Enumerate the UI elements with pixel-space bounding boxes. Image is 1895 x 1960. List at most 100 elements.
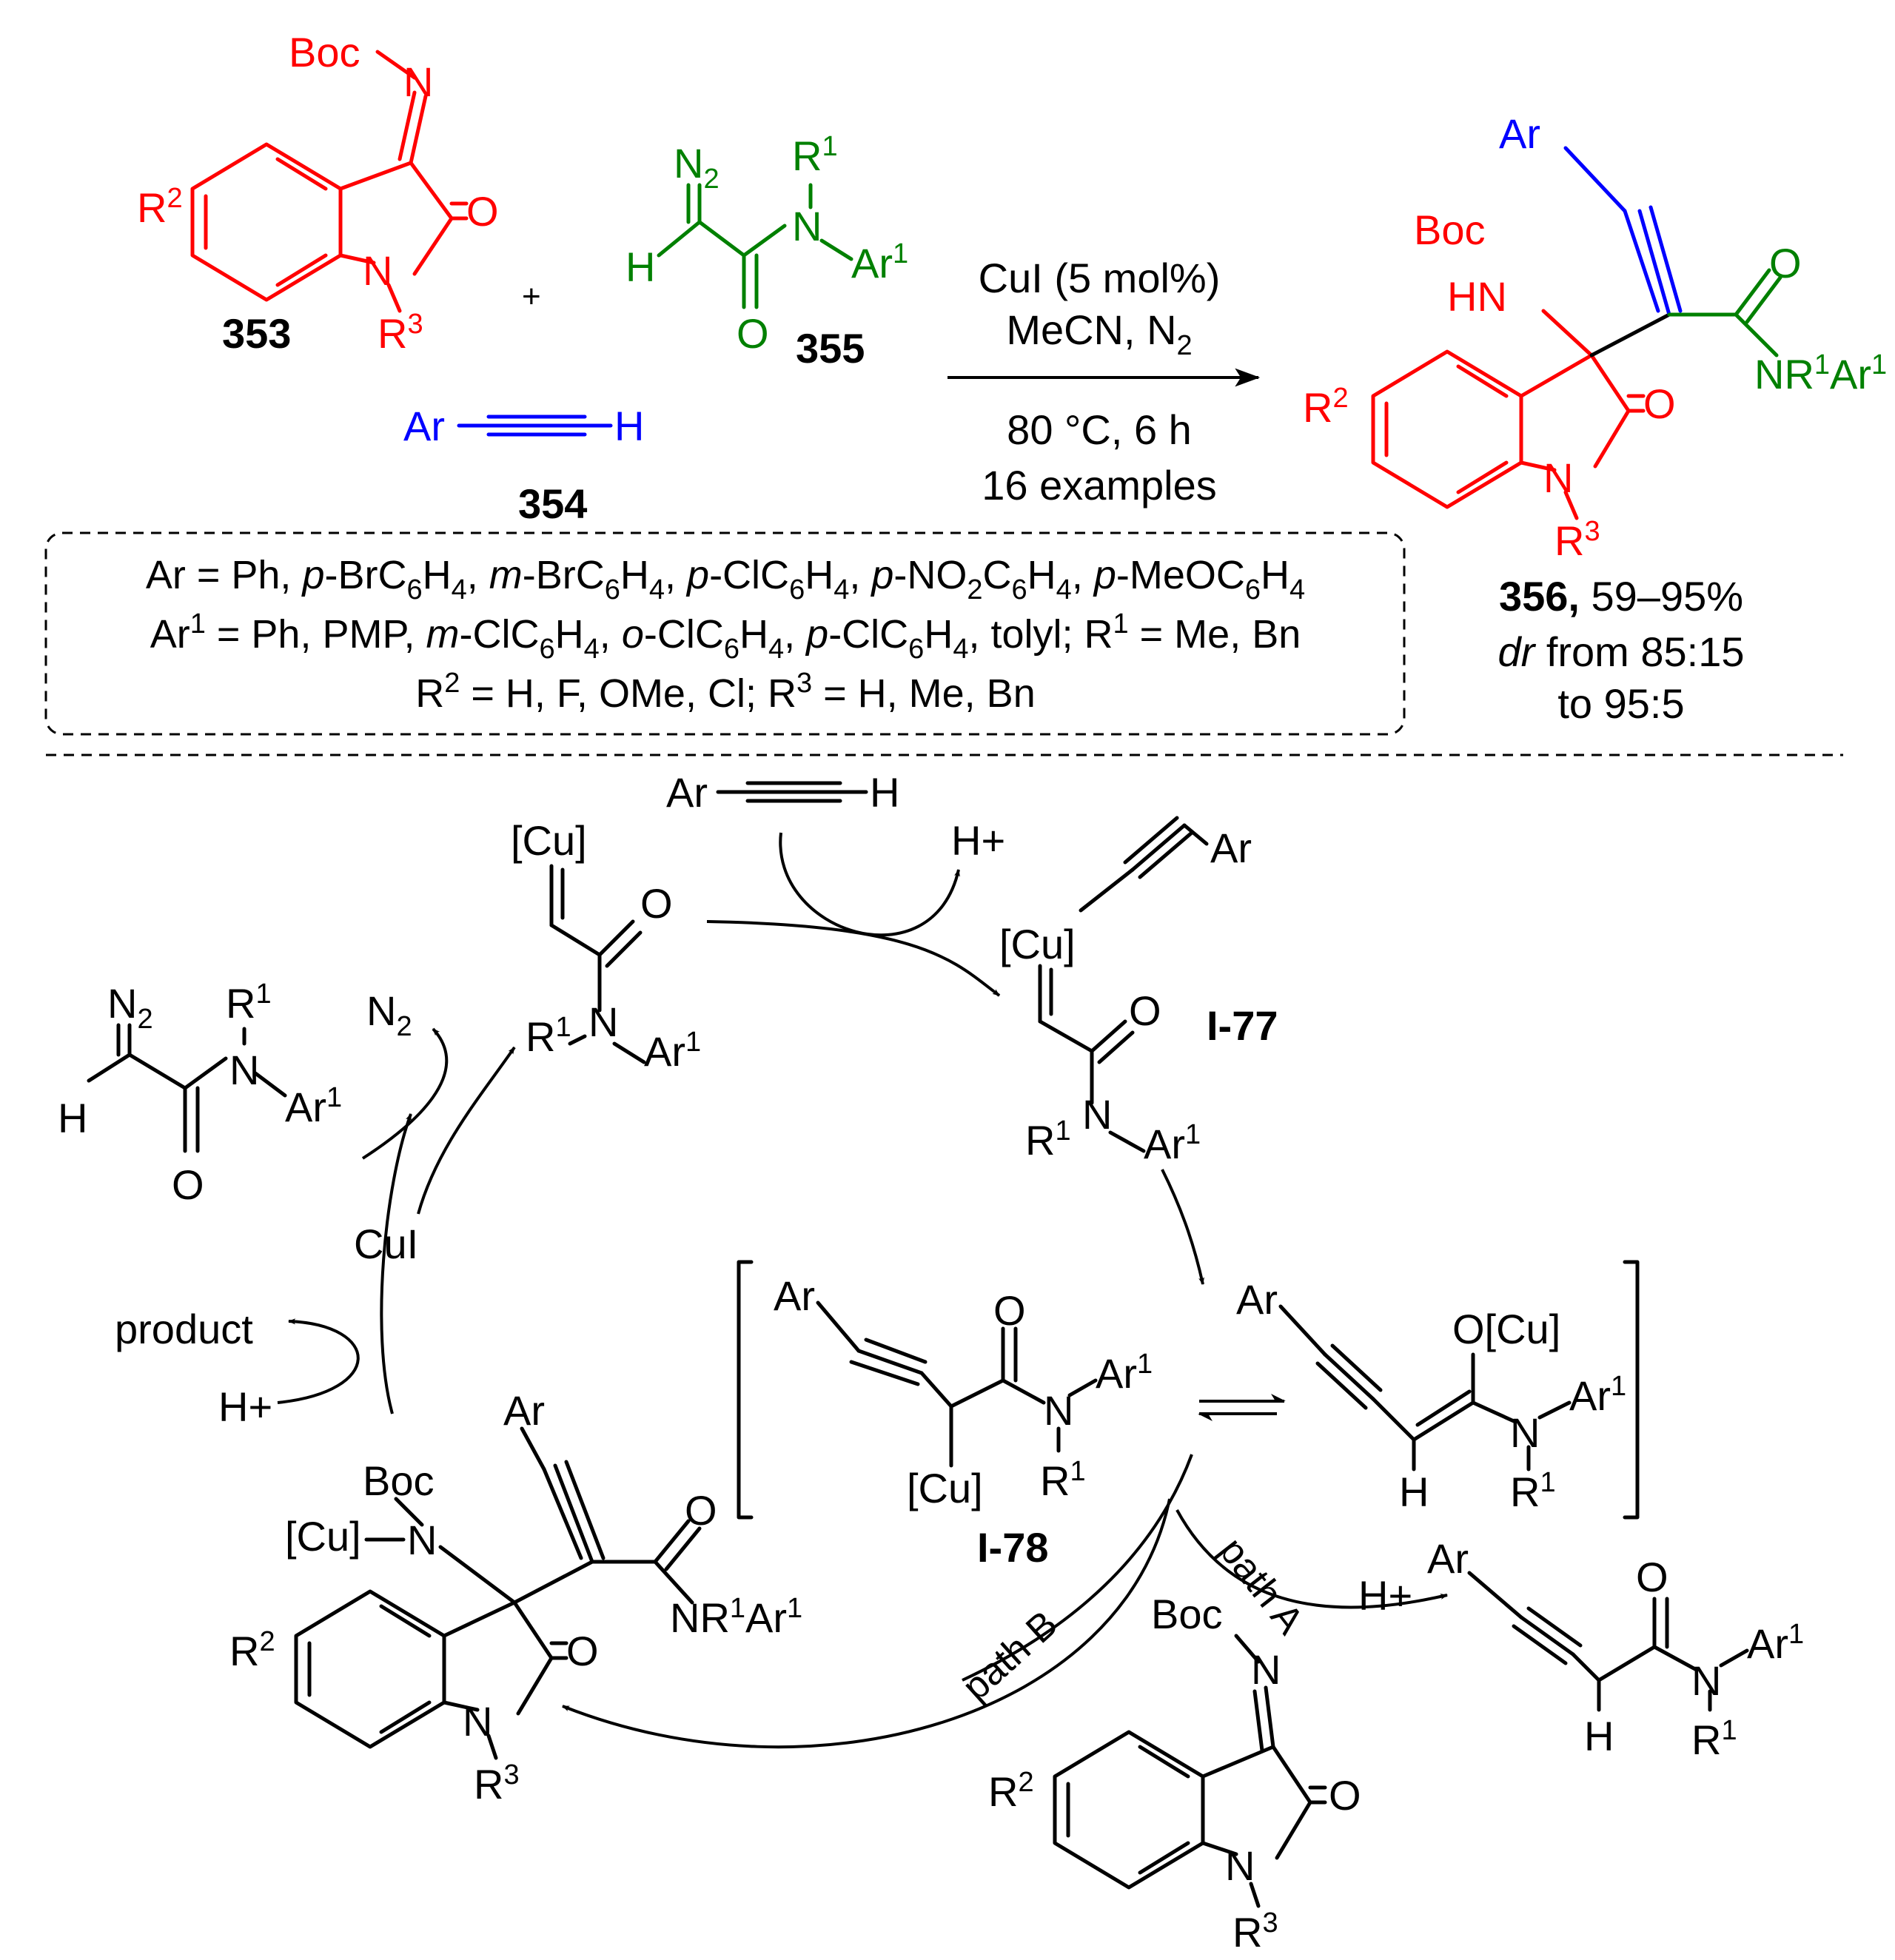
copper-carbene: [Cu] O R1 N Ar1 (511, 817, 701, 1075)
svg-text:I-77: I-77 (1207, 1002, 1278, 1049)
h-plus-left: H+ (218, 1383, 272, 1430)
svg-text:Ar: Ar (1427, 1535, 1469, 1582)
svg-text:[Cu]: [Cu] (999, 921, 1076, 967)
svg-text:R2: R2 (229, 1626, 275, 1674)
ar1-label: Ar1 (851, 238, 908, 286)
ring-n-label: N (1543, 454, 1573, 501)
svg-text:N: N (463, 1698, 492, 1745)
o-label: O (1769, 240, 1802, 286)
ar-label: Ar (403, 403, 445, 449)
svg-text:N: N (1691, 1657, 1721, 1704)
svg-text:N2: N2 (107, 980, 153, 1035)
compound-354: Ar H 354 (403, 403, 644, 527)
svg-text:N: N (407, 1517, 437, 1563)
equilibrium-brackets (737, 1260, 1640, 1520)
solvent-text: MeCN, N2 (1006, 306, 1192, 361)
svg-text:Ar: Ar (1236, 1276, 1278, 1323)
r1-label: R1 (792, 131, 838, 179)
ar-label: Ar (1499, 110, 1540, 157)
svg-text:R1: R1 (526, 1012, 571, 1060)
svg-text:O: O (685, 1487, 717, 1534)
svg-text:Boc: Boc (1151, 1591, 1223, 1637)
svg-text:N: N (1510, 1409, 1540, 1456)
product-dr: dr from 85:15 (1497, 628, 1744, 675)
copper-enolate: Ar O[Cu] N Ar1 H R1 (1236, 1276, 1626, 1515)
amide-n-label: N (792, 203, 822, 249)
svg-text:Ar: Ar (774, 1272, 815, 1319)
svg-text:R1: R1 (1025, 1115, 1071, 1164)
svg-text:R1: R1 (226, 979, 272, 1027)
svg-text:N: N (1251, 1646, 1281, 1693)
r2-label: R2 (137, 183, 183, 231)
nr1ar1-label: NR1Ar1 (1754, 349, 1887, 397)
o-label: O (737, 310, 769, 357)
copper-adduct: Ar Boc [Cu] N O NR1Ar1 O N R2 R3 (229, 1387, 802, 1808)
cycle-alkyne: Ar H (666, 769, 899, 816)
n2-release: N2 (366, 987, 412, 1042)
svg-text:O: O (993, 1287, 1026, 1334)
svg-text:Ar: Ar (503, 1387, 545, 1434)
product-out: product (115, 1306, 253, 1352)
svg-text:Ar: Ar (1210, 825, 1252, 871)
product-yield: 356, 59–95% (1499, 573, 1743, 620)
plus-sign: + (522, 278, 541, 315)
svg-text:[Cu]: [Cu] (907, 1465, 983, 1511)
r2-label: R2 (1303, 383, 1349, 431)
svg-text:R3: R3 (474, 1759, 520, 1808)
svg-text:[Cu]: [Cu] (285, 1513, 361, 1560)
substrate-scope-box: Ar = Ph, p-BrC6H4, m-BrC6H4, p-ClC6H4, p… (44, 531, 1406, 736)
h-label: H (614, 403, 644, 449)
catalyst-text: CuI (5 mol%) (979, 255, 1221, 301)
svg-text:H: H (58, 1095, 87, 1141)
oxo-label: O (1643, 380, 1676, 427)
equilibrium-arrows (1198, 1394, 1286, 1421)
intermediate-i77: Ar [Cu] O I-77 R1 N Ar1 (999, 816, 1278, 1167)
svg-text:O[Cu]: O[Cu] (1452, 1306, 1560, 1352)
boc-label: Boc (289, 29, 360, 75)
svg-text:[Cu]: [Cu] (511, 817, 587, 864)
n2-label: N2 (674, 140, 720, 195)
scope-line-ar1: Ar1 = Ph, PMP, m-ClC6H4, o-ClC6H4, p-ClC… (150, 608, 1301, 665)
svg-text:N: N (1225, 1842, 1255, 1889)
svg-text:R1: R1 (1510, 1467, 1556, 1515)
boc-label: Boc (1414, 207, 1486, 253)
svg-text:H: H (870, 769, 899, 816)
svg-text:R3: R3 (1232, 1907, 1278, 1956)
oxo-label: O (466, 188, 499, 235)
h-plus-path-a: H+ (1358, 1572, 1412, 1619)
imine-n-label: N (403, 58, 433, 105)
cycle-imine-reagent: Boc N O N R2 R3 (988, 1591, 1361, 1956)
svg-text:NR1Ar1: NR1Ar1 (670, 1593, 802, 1641)
r3-label: R3 (378, 309, 423, 357)
svg-text:Boc: Boc (363, 1457, 435, 1504)
svg-text:H: H (1584, 1713, 1614, 1759)
svg-text:O: O (566, 1628, 599, 1674)
h-plus-top: H+ (951, 817, 1005, 864)
svg-text:R1: R1 (1040, 1456, 1086, 1504)
examples-text: 16 examples (982, 462, 1217, 509)
compound-355: N2 R1 N Ar1 H O 355 (625, 131, 908, 372)
compound-id-355: 355 (796, 325, 865, 372)
svg-text:Ar1: Ar1 (1144, 1119, 1201, 1167)
svg-text:O: O (1129, 987, 1161, 1034)
svg-text:O: O (640, 880, 673, 927)
path-a-product: Ar O N Ar1 H R1 (1427, 1535, 1804, 1763)
compound-id-353: 353 (222, 310, 291, 357)
r3-label: R3 (1554, 516, 1600, 564)
h-label: H (625, 244, 655, 290)
cycle-diazo: N2 R1 N Ar1 H O (58, 979, 342, 1208)
svg-text:Ar1: Ar1 (285, 1082, 342, 1130)
compound-356: Ar Boc HN O NR1Ar1 O N R2 R3 356, 59–95%… (1303, 110, 1887, 727)
svg-text:O: O (172, 1161, 204, 1208)
cycle-arrows (277, 832, 1448, 1749)
svg-text:N: N (588, 999, 618, 1045)
hn-label: HN (1447, 273, 1507, 320)
svg-text:N: N (1082, 1091, 1112, 1138)
svg-text:Ar: Ar (666, 769, 708, 816)
scope-line-ar: Ar = Ph, p-BrC6H4, m-BrC6H4, p-ClC6H4, p… (146, 553, 1305, 605)
path-a-label: path A (1211, 1530, 1312, 1642)
svg-text:Ar1: Ar1 (644, 1027, 701, 1075)
compound-353: Boc N O N R2 R3 353 (137, 29, 499, 357)
product-dr-range: to 95:5 (1557, 680, 1684, 727)
